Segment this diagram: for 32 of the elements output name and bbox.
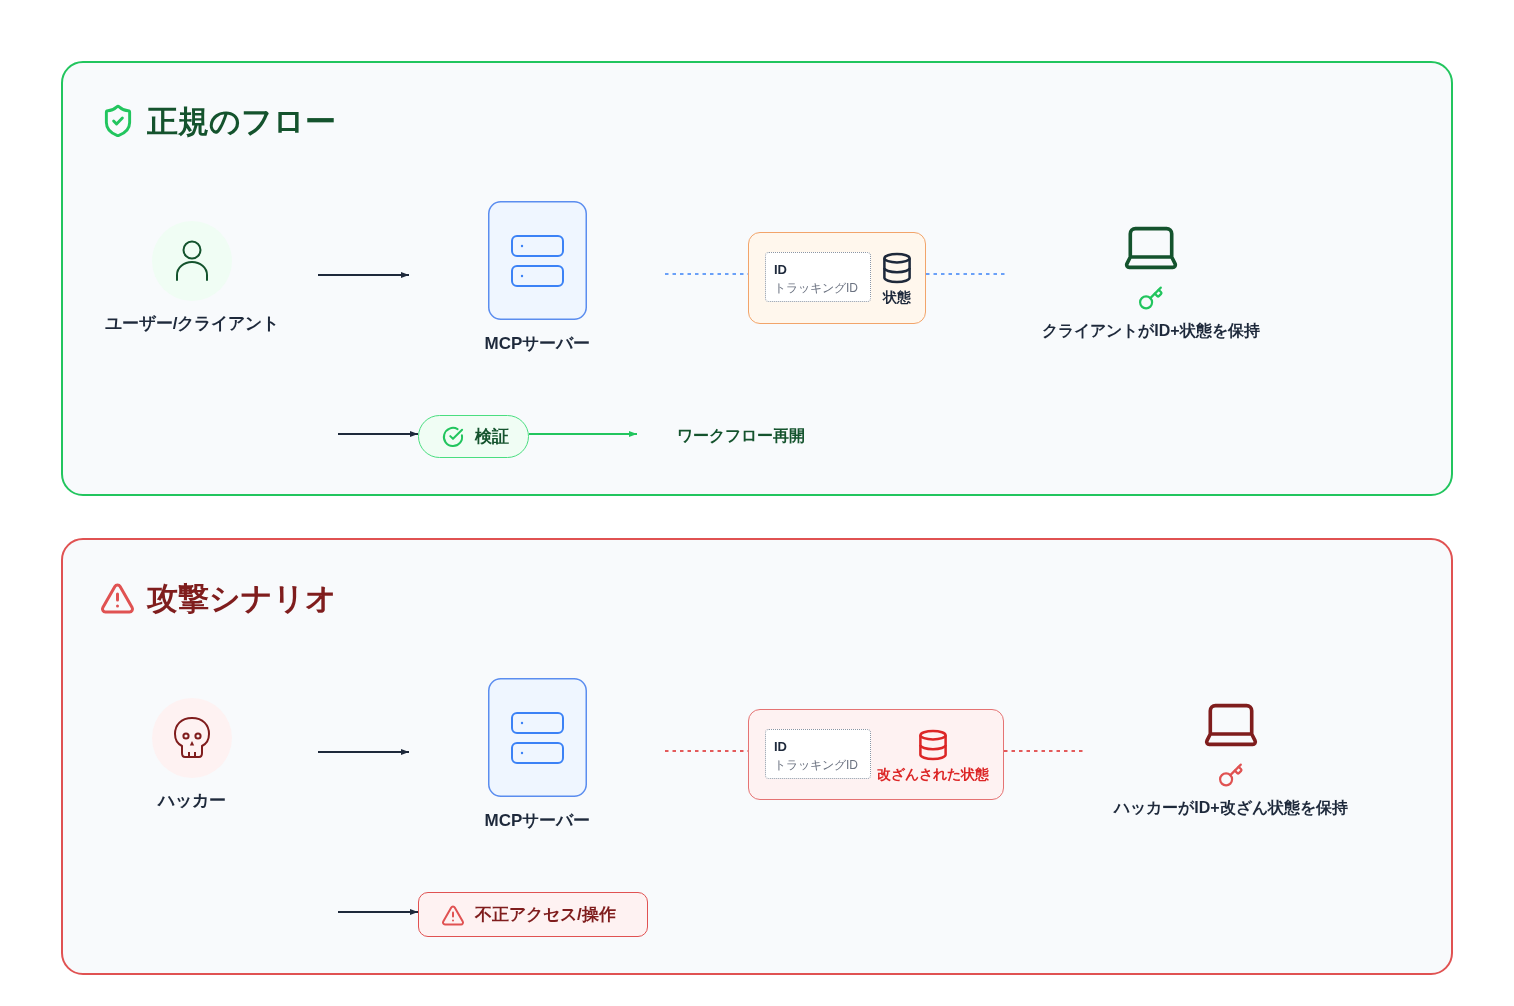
arrow <box>317 749 410 755</box>
id-label: ID <box>774 262 787 278</box>
section-panel <box>61 538 1453 975</box>
pill-label: 不正アクセス/操作 <box>475 905 616 925</box>
state-label: 改ざんされた状態 <box>877 765 989 783</box>
pill-label: 検証 <box>475 427 509 447</box>
panel-title: 正規のフロー <box>147 104 336 140</box>
id-box <box>765 252 871 302</box>
state-label: 状態 <box>883 288 911 306</box>
node-label: MCPサーバー <box>484 334 591 354</box>
status-pill <box>418 892 648 937</box>
node-label: ハッカーがID+改ざん状態を保持 <box>1114 798 1348 818</box>
node-label: ワークフロー再開 <box>677 426 805 446</box>
state-box <box>748 709 1004 800</box>
arrow <box>317 272 410 278</box>
arrow <box>528 431 638 437</box>
arrow <box>337 431 419 437</box>
dotted-line <box>925 273 1006 275</box>
dotted-line <box>1003 750 1086 752</box>
id-label: ID <box>774 739 787 755</box>
status-pill <box>418 415 529 458</box>
node-label: ハッカー <box>158 791 226 811</box>
panel-title: 攻撃シナリオ <box>147 581 337 617</box>
id-caption: トラッキングID <box>774 282 858 296</box>
node-label: MCPサーバー <box>484 811 591 831</box>
arrow <box>337 909 419 915</box>
state-box <box>748 232 926 324</box>
node-label: クライアントがID+状態を保持 <box>1042 321 1260 341</box>
node-label: ユーザー/クライアント <box>104 314 280 334</box>
id-caption: トラッキングID <box>774 759 858 773</box>
id-box <box>765 729 871 779</box>
section-panel <box>61 61 1453 496</box>
